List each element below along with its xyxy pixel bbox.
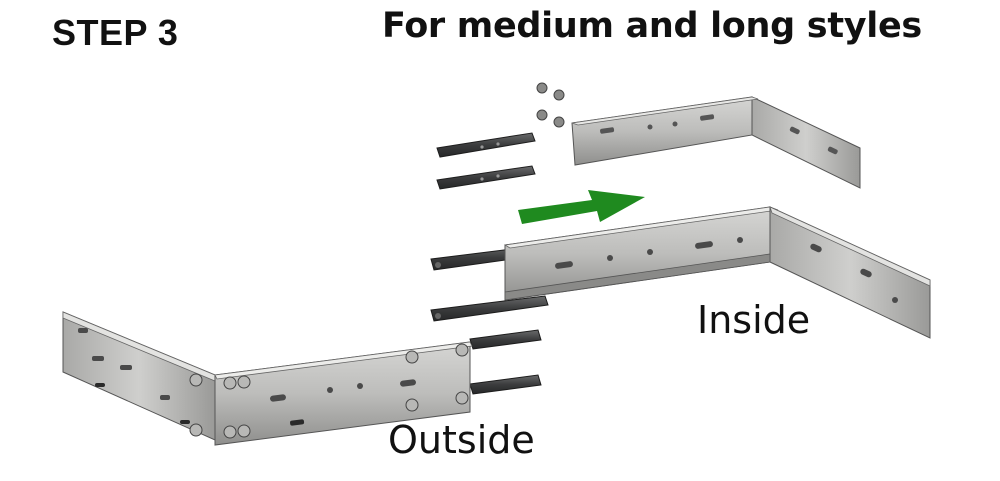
step-title: STEP 3 <box>52 12 179 53</box>
hex-nuts <box>536 82 565 128</box>
outside-label: Outside <box>388 418 535 462</box>
subtitle: For medium and long styles <box>382 6 922 46</box>
outside-bracket <box>62 311 542 446</box>
upper-bracket-short <box>571 96 861 189</box>
bolts <box>189 343 469 439</box>
arrow-right-icon <box>518 190 645 224</box>
inside-label: Inside <box>697 298 811 342</box>
connector-bars <box>436 132 536 190</box>
inside-bracket <box>430 206 931 339</box>
